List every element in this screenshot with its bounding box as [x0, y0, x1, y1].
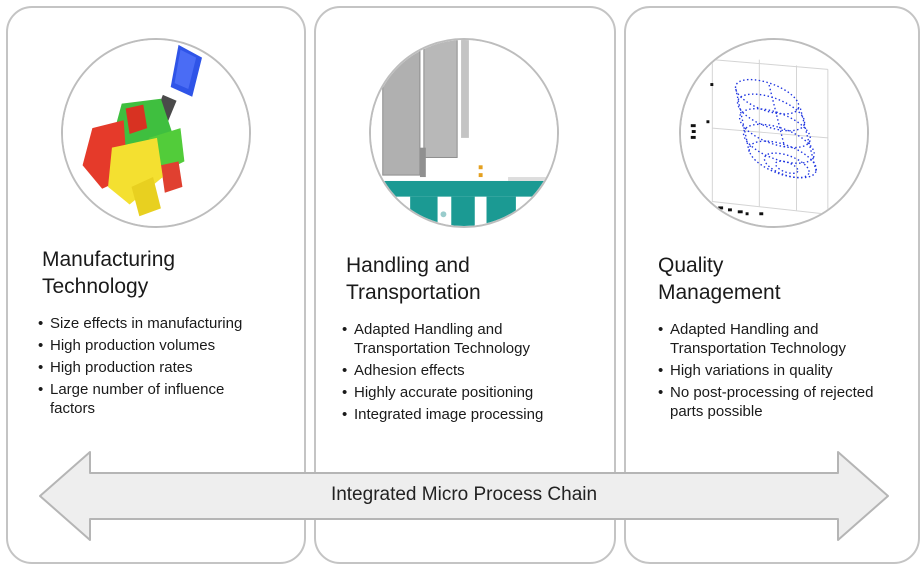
list-item: Large number of influence factors	[38, 380, 270, 418]
quality-title-line2: Management	[658, 281, 781, 304]
manufacturing-panel: Manufacturing Technology Size effects in…	[6, 6, 306, 564]
double-arrow-icon	[39, 451, 889, 541]
list-item: Size effects in manufacturing	[38, 314, 300, 333]
manufacturing-tool-image	[61, 38, 251, 228]
handling-title-line1: Handling and	[346, 254, 470, 277]
list-item: Adapted Handling and Transportation Tech…	[342, 320, 586, 358]
quality-bullets: Adapted Handling and Transportation Tech…	[658, 320, 920, 424]
process-chain-label: Integrated Micro Process Chain	[330, 484, 598, 505]
list-item: Highly accurate positioning	[342, 383, 614, 402]
handling-title-line2: Transportation	[346, 281, 481, 304]
manufacturing-title-line2: Technology	[42, 275, 149, 298]
quality-title-line1: Quality	[658, 254, 724, 277]
list-item: High production volumes	[38, 336, 300, 355]
handling-title: Handling and Transportation	[346, 252, 481, 306]
manufacturing-bullets: Size effects in manufacturing High produ…	[38, 314, 300, 421]
list-item: Adapted Handling and Transportation Tech…	[658, 320, 902, 358]
process-chain-arrow: Integrated Micro Process Chain	[38, 450, 890, 542]
handling-bullets: Adapted Handling and Transportation Tech…	[342, 320, 614, 427]
handling-panel: Handling and Transportation Adapted Hand…	[314, 6, 616, 564]
list-item: High variations in quality	[658, 361, 920, 380]
list-item: Integrated image processing	[342, 405, 614, 424]
quality-panel: Quality Management Adapted Handling and …	[624, 6, 920, 564]
tool-assembly-illustration	[63, 40, 249, 226]
list-item: No post-processing of rejected parts pos…	[658, 383, 880, 421]
quality-title: Quality Management	[658, 252, 781, 306]
manufacturing-title-line1: Manufacturing	[42, 248, 176, 271]
list-item: High production rates	[38, 358, 300, 377]
quality-pointcloud-image	[679, 38, 869, 228]
list-item: Adhesion effects	[342, 361, 614, 380]
manufacturing-title: Manufacturing Technology	[42, 246, 175, 300]
gripper-illustration	[371, 40, 557, 226]
pointcloud-plot-illustration	[681, 40, 867, 226]
handling-gripper-image	[369, 38, 559, 228]
